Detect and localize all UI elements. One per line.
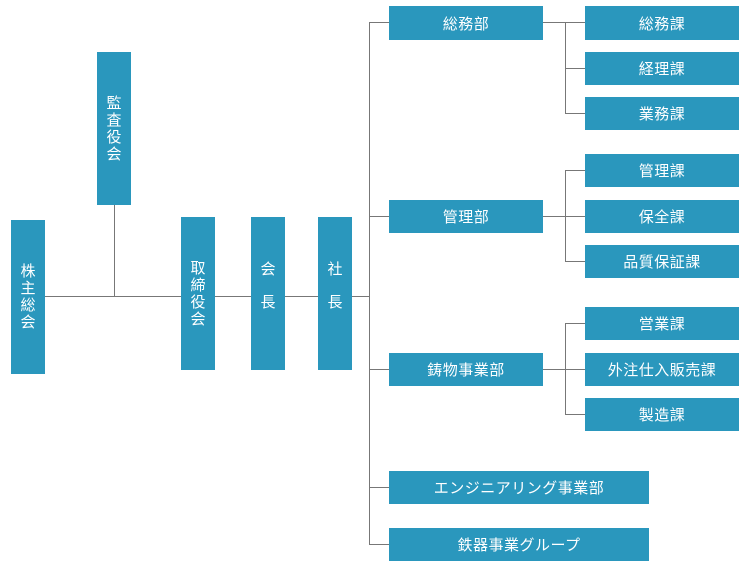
cs-manufacturing-section-box: 製造課 — [585, 398, 739, 431]
ga-accounting-section-box: 経理課 — [585, 52, 739, 85]
mg-maintenance-section-box: 保全課 — [585, 200, 739, 233]
chairman-box: 会長 — [251, 217, 285, 370]
shareholders-meeting-box: 株主総会 — [11, 220, 45, 374]
connector-line — [369, 544, 389, 545]
connector-line — [369, 216, 389, 217]
general-affairs-dept-box: 総務部 — [389, 6, 543, 40]
connector-line — [369, 22, 370, 545]
ga-operations-section-box: 業務課 — [585, 97, 739, 130]
connector-line — [565, 414, 585, 415]
management-dept-box: 管理部 — [389, 200, 543, 233]
connector-line — [45, 296, 181, 297]
ironware-group-box: 鉄器事業グループ — [389, 528, 649, 561]
connector-line — [565, 68, 585, 69]
connector-line — [565, 323, 566, 415]
cs-outsourcing-sales-section-box: 外注仕入販売課 — [585, 353, 739, 386]
casting-dept-box: 鋳物事業部 — [389, 353, 543, 386]
connector-line — [114, 205, 115, 297]
connector-line — [543, 22, 585, 23]
connector-line — [285, 296, 318, 297]
connector-line — [543, 216, 585, 217]
ga-general-affairs-section-box: 総務課 — [585, 6, 739, 40]
mg-management-section-box: 管理課 — [585, 154, 739, 187]
cs-sales-section-box: 営業課 — [585, 307, 739, 340]
engineering-dept-box: エンジニアリング事業部 — [389, 471, 649, 504]
audit-board-box: 監査役会 — [97, 52, 131, 205]
connector-line — [565, 323, 585, 324]
connector-line — [214, 296, 251, 297]
connector-line — [565, 170, 585, 171]
connector-line — [565, 261, 585, 262]
connector-line — [369, 487, 389, 488]
connector-line — [352, 296, 370, 297]
connector-line — [565, 113, 585, 114]
connector-line — [565, 170, 566, 262]
president-box: 社長 — [318, 217, 352, 370]
board-of-directors-box: 取締役会 — [181, 217, 215, 370]
connector-line — [369, 369, 389, 370]
connector-line — [369, 22, 389, 23]
mg-quality-section-box: 品質保証課 — [585, 245, 739, 278]
connector-line — [543, 369, 585, 370]
